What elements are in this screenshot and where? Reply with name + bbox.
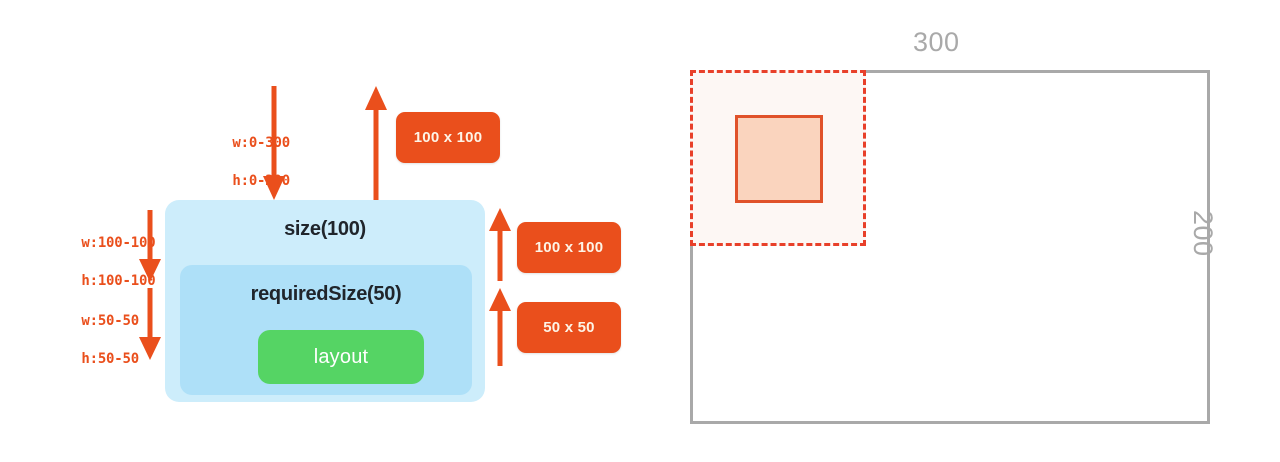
layout-button[interactable]: layout xyxy=(258,330,424,384)
required-size-box-label: requiredSize(50) xyxy=(250,283,402,305)
required-size-box: requiredSize(50) layout xyxy=(180,265,472,395)
height-dimension-label: 200 xyxy=(1188,210,1218,257)
outer-constraint-label: w:100-100 h:100-100 xyxy=(32,215,155,310)
inner-constraint-height: h:50-50 xyxy=(81,351,139,367)
arrow-outer-constraint-down-icon xyxy=(139,210,161,282)
outer-constraint-width: w:100-100 xyxy=(81,235,156,251)
left-diagram: w:0-300 h:0-200 w:100-100 h:100-100 w:50… xyxy=(32,86,621,402)
laid-out-content-rect xyxy=(735,115,823,203)
size-box-label: size(100) xyxy=(284,218,366,240)
badge-top-size: 100 x 100 xyxy=(396,112,500,163)
arrow-outer-size-up-icon xyxy=(489,208,511,281)
arrow-inner-constraint-down-icon xyxy=(139,288,161,360)
badge-inner-size: 50 x 50 xyxy=(517,302,621,353)
size-box: size(100) requiredSize(50) layout xyxy=(165,200,485,402)
arrow-inner-size-up-icon xyxy=(489,288,511,366)
inner-constraint-label: w:50-50 h:50-50 xyxy=(32,293,139,388)
badge-outer-size: 100 x 100 xyxy=(517,222,621,273)
outer-constraint-height: h:100-100 xyxy=(81,273,156,289)
inner-constraint-width: w:50-50 xyxy=(81,313,139,329)
width-dimension-label: 300 xyxy=(913,27,960,57)
arrow-constraint-down-icon xyxy=(263,86,285,200)
arrow-size-up-icon xyxy=(365,86,387,201)
